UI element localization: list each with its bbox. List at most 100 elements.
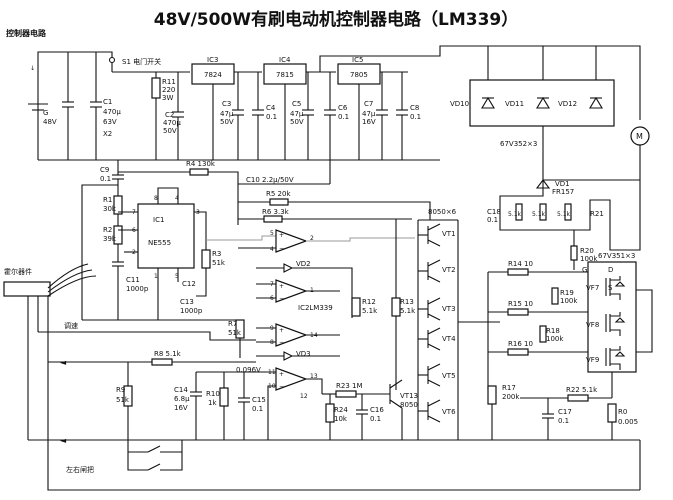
label: 63V <box>103 118 117 126</box>
label: FR157 <box>552 188 574 196</box>
label: − <box>279 295 284 302</box>
wire <box>267 385 276 440</box>
label: 13 <box>310 373 318 380</box>
label: R4 130k <box>186 160 216 168</box>
switch-icon <box>108 56 116 64</box>
label: 50V <box>163 127 177 135</box>
label: 51k <box>228 329 242 337</box>
resistor-r19 <box>551 287 559 305</box>
hall-sensor-box <box>3 281 51 297</box>
label: R22 5.1k <box>566 386 598 394</box>
label: VD2 <box>296 260 311 268</box>
label: D <box>608 266 613 274</box>
label: 30k <box>103 205 117 213</box>
label: 1k <box>208 399 217 407</box>
resistor-r0 <box>607 403 617 423</box>
label: 1000p <box>126 285 149 293</box>
resistor-r17 <box>487 385 497 405</box>
wire <box>288 201 431 220</box>
page-title: 48V/500W有刷电动机控制器电路（LM339） <box>154 9 519 30</box>
diode-vd11-icon <box>536 96 550 109</box>
label: 7805 <box>350 71 368 79</box>
label: − <box>279 383 284 390</box>
label: VT3 <box>442 305 456 313</box>
signal-wire <box>306 237 415 242</box>
label: 0.096V <box>236 366 261 374</box>
label: IC4 <box>279 56 291 64</box>
label: 0.1 <box>487 216 498 224</box>
label: R18 <box>546 327 560 335</box>
label: 220 <box>162 86 175 94</box>
wire <box>160 440 183 453</box>
label: 67V351×3 <box>598 252 635 260</box>
resistor-r5 <box>269 198 289 206</box>
wire <box>427 415 441 423</box>
wire <box>306 378 323 394</box>
hall-cable <box>47 263 89 289</box>
label: 100k <box>580 255 598 263</box>
label: 8050 <box>400 401 418 409</box>
label: C3 <box>222 100 231 108</box>
label: + <box>279 283 284 290</box>
mosfet-vf8-icon <box>605 312 626 336</box>
label: C5 <box>292 100 301 108</box>
label: R21 <box>590 210 604 218</box>
resistor-r4 <box>189 168 209 176</box>
diode-vd2-icon <box>283 263 294 273</box>
wire <box>427 275 441 283</box>
label: 调速 <box>64 321 78 330</box>
comparator-2 <box>275 279 308 303</box>
diode-group-box <box>469 79 615 127</box>
wire <box>499 180 641 251</box>
label: C8 <box>410 104 419 112</box>
label: 0.1 <box>338 113 349 121</box>
wire <box>196 268 207 297</box>
label: + <box>279 327 284 334</box>
label: X2 <box>103 130 112 138</box>
wire <box>157 187 179 204</box>
label: R13 <box>400 298 414 306</box>
label: 100k <box>546 335 564 343</box>
label: 霍尔器件 <box>4 267 32 276</box>
wire <box>427 399 441 407</box>
label: 200k <box>502 393 520 401</box>
label: 7824 <box>204 71 222 79</box>
label: 47μ <box>290 110 304 118</box>
wire <box>208 171 239 225</box>
wire <box>427 297 441 305</box>
label: IC1 <box>153 216 164 224</box>
label: VD11 <box>505 100 524 108</box>
resistor-r15 <box>507 308 529 316</box>
label: 470μ <box>163 119 181 127</box>
section-label: 控制器电路 <box>6 28 47 38</box>
label: C14 <box>174 386 188 394</box>
label: + <box>279 371 284 378</box>
gate-resistor-bank: 5.1k 5.1k 5.1k R21 C18 0.1 R20 100k <box>487 203 604 270</box>
label: R8 5.1k <box>154 350 182 358</box>
label: C13 <box>180 298 194 306</box>
label: 100k <box>560 297 578 305</box>
label: R3 <box>212 250 221 258</box>
resistor <box>539 203 547 221</box>
label: C4 <box>266 104 276 112</box>
label: R9 <box>116 386 125 394</box>
wire <box>389 379 403 389</box>
resistor-r22 <box>567 394 589 402</box>
lm339-section: R5 20k R6 3.3k 5 4 2 + − VD2 7 6 1 + − I… <box>228 190 431 440</box>
label: 5.1k <box>362 307 378 315</box>
driver-transistor-section: 8050×6 VT1 VT2 VT3 VT4 VT5 <box>417 208 500 440</box>
label: M <box>636 132 643 141</box>
ic1-ne555 <box>137 203 195 269</box>
resistor-r8 <box>151 358 173 366</box>
label: 39k <box>103 235 117 243</box>
label: 8050×6 <box>428 208 457 216</box>
wire <box>528 271 593 290</box>
label: 12 <box>300 393 308 400</box>
resistor-r13 <box>391 297 401 317</box>
label: R12 <box>362 298 376 306</box>
wire <box>389 399 403 409</box>
resistor-r11 <box>151 77 161 99</box>
label: R7 <box>228 320 237 328</box>
wire <box>81 179 119 320</box>
